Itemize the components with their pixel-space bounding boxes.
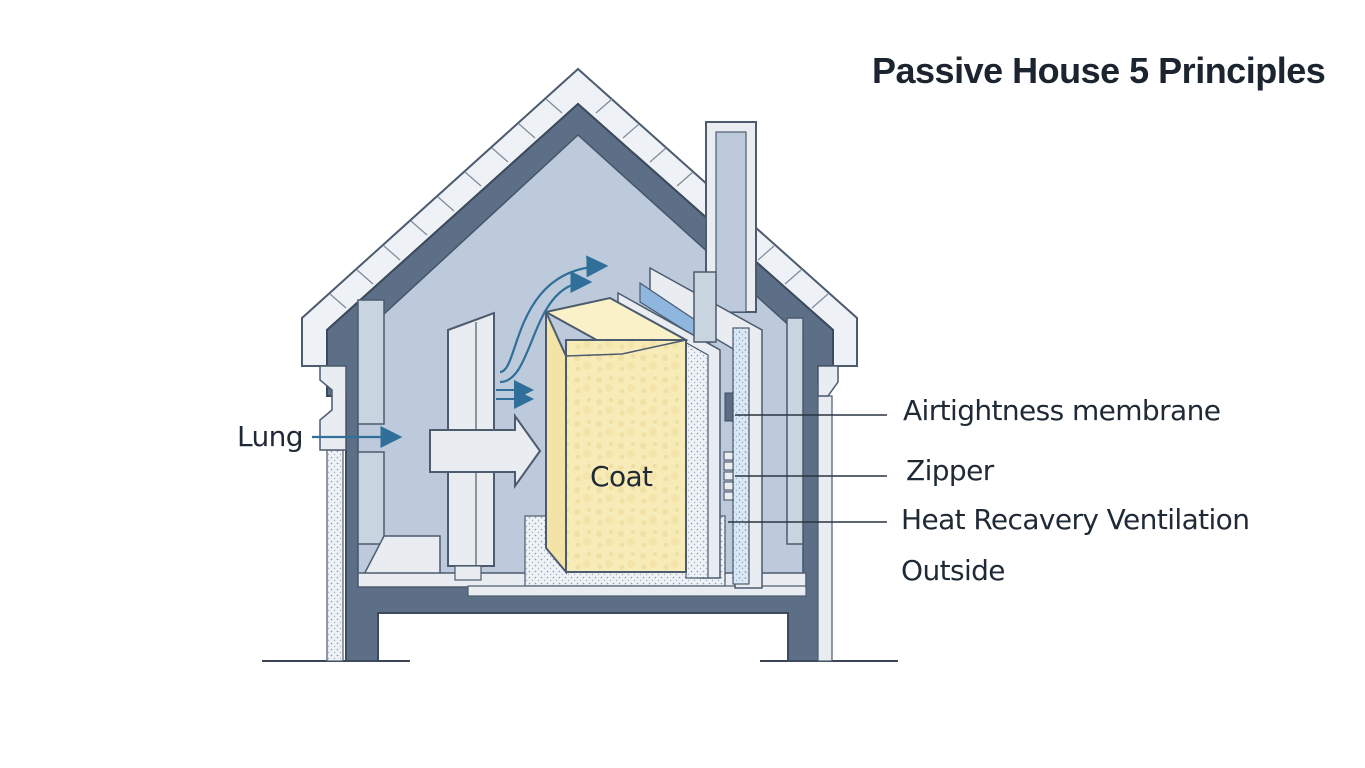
label-zipper: Zipper (906, 454, 994, 487)
air-flow-big-arrow (429, 412, 542, 490)
eave-detail-left (319, 365, 347, 451)
wall-insulation-left (326, 449, 344, 662)
coat-insulation-front (565, 339, 687, 573)
coat-insulation-side (545, 311, 567, 575)
inner-lining-right (786, 317, 804, 545)
label-airtightness-membrane: Airtightness membrane (903, 394, 1221, 427)
eave-detail-right (817, 365, 839, 397)
label-coat: Coat (590, 460, 653, 493)
label-lung: Lung (237, 420, 304, 453)
vent-chimney-inner (715, 131, 747, 313)
shingle-lines (329, 98, 829, 309)
label-outside: Outside (901, 554, 1006, 587)
label-heat-recovery-ventilation: Heat Recavery Ventilation (901, 503, 1250, 536)
hrv-base (454, 565, 482, 581)
air-curve-arrow-2 (499, 271, 593, 384)
diagram-title: Passive House 5 Principles (872, 50, 1326, 91)
floor-base (467, 585, 807, 597)
membrane-post (693, 271, 717, 343)
layer-dotted (732, 327, 750, 585)
wall-insulation-right (817, 395, 833, 662)
zipper-connector-top (724, 392, 734, 422)
inner-lining-left (357, 299, 385, 425)
inner-lining-left-low (357, 451, 385, 545)
zipper-teeth (723, 451, 734, 501)
